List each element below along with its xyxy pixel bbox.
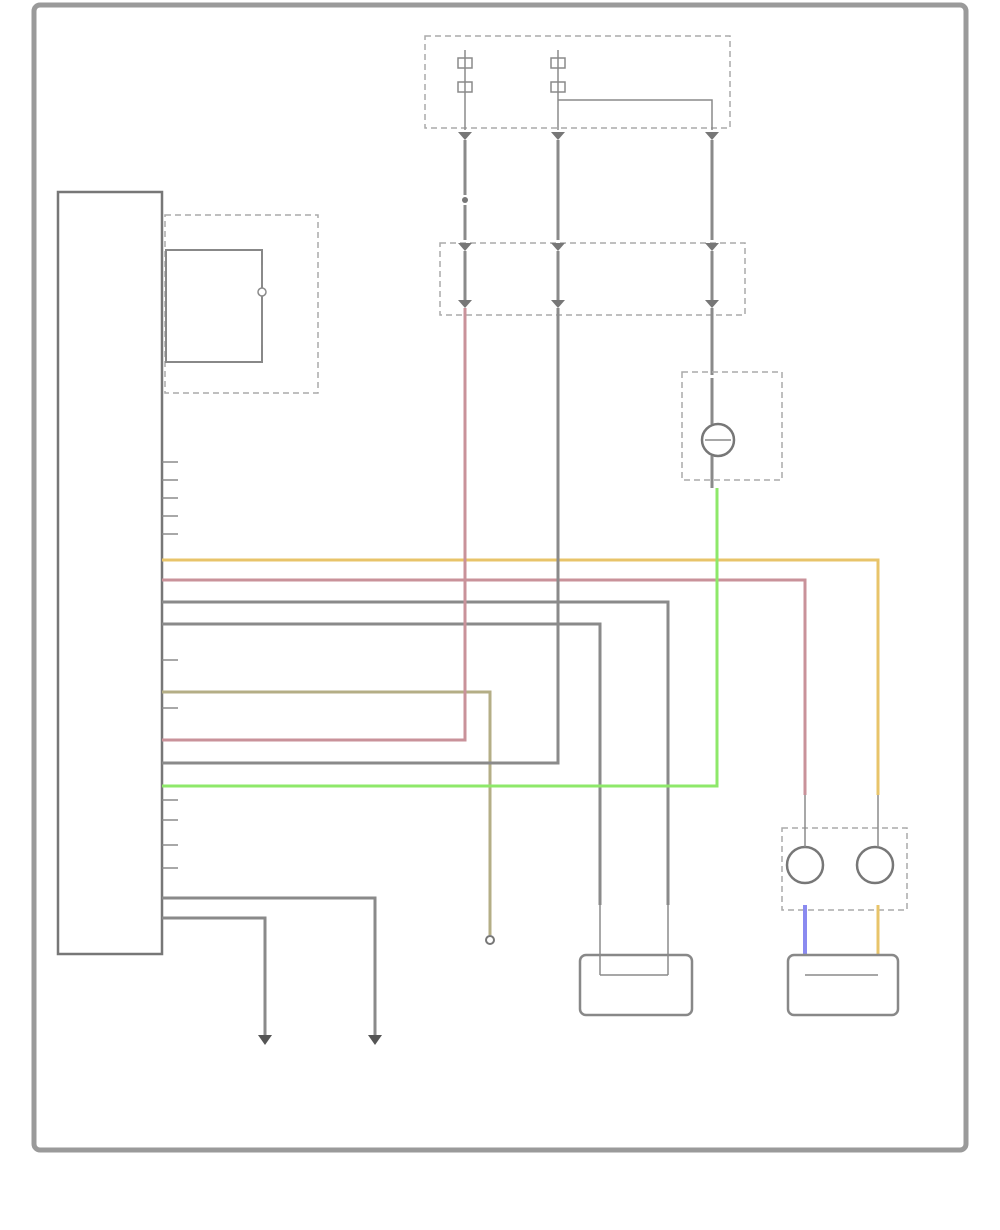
middle-connector-outline [439,242,746,316]
ground-icon [368,1035,382,1045]
connector-pin-icon [485,935,495,945]
splice-point [462,197,468,203]
inner-switch-outline [164,214,319,394]
middle-connector-pins [458,243,719,308]
sensor-outline [681,371,783,481]
wire-green [162,488,719,788]
connector-pin-icon [551,132,565,140]
wire-ground-2 [162,916,267,1035]
middle-wires [463,251,714,375]
switch-icon [257,265,267,345]
wire-olive [162,690,492,935]
connector-pins-row-1 [458,132,719,140]
motor-group-outline [781,827,908,911]
connector-pin-icon [705,132,719,140]
wire-pink-upper [162,578,807,795]
control-module [56,190,164,956]
motor-leads [804,795,879,847]
diagram-frame [31,2,969,1153]
solenoid-internals [599,905,669,976]
wire-gray-2 [162,622,602,905]
actuator-box [786,953,900,1017]
ground-icon [258,1035,272,1045]
module-pin-stubs [162,461,178,869]
connector-pin-icon [458,132,472,140]
solenoid-box [578,953,694,1017]
wire-ground-1 [162,896,377,1035]
motor-icon [855,845,895,885]
motor-icon [785,845,825,885]
supply-wires [463,140,714,240]
fuse-box-outline [424,35,731,129]
fuse-box-internals [457,50,713,130]
wire-gray-3 [162,308,560,765]
wire-gray-1 [162,600,670,905]
inner-switch-box [165,249,263,363]
wire-pink-lower [162,308,467,742]
wire-yellow [162,558,880,795]
